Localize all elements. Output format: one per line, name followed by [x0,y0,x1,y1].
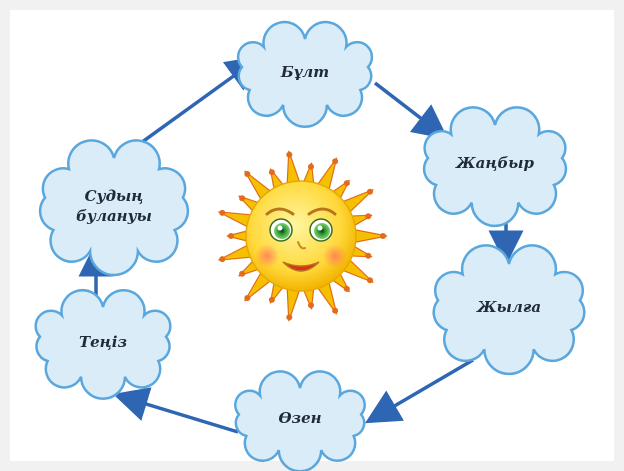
cloud-bulanuy [38,139,190,277]
arrow-bulut-to-zhanbyr [373,81,449,140]
sun-ray-tip [286,151,293,158]
label-bulanuy-line2: булануы [76,207,152,225]
clouds [34,20,586,471]
sun-ray-tip [343,285,350,292]
sun-ray-tip [219,209,226,216]
sun-ray-tip [228,233,234,239]
sun-ray-tip [365,213,372,220]
sun-ray-tip [365,252,372,259]
sun-ray-tip [219,256,226,263]
cloud-bulut [236,20,374,129]
sun-ray-tip [244,295,251,301]
label-teniz: Теңіз [78,333,128,351]
sun-ray-tip [343,180,350,187]
sun-icon [218,150,388,322]
sun-ray-tip [332,158,339,165]
label-bulanuy: Судың булануы [76,186,152,226]
sun-nose [297,241,306,250]
label-ozen: Өзен [278,409,322,427]
sun-face [245,180,357,292]
label-bulut: Бұлт [280,63,330,81]
sun-ray-tip [244,171,251,177]
sun-left-cheek [255,244,279,268]
sun-left-brow [265,207,295,216]
cloud-teniz [34,288,172,400]
sun-left-glint [277,225,283,231]
sun-ray-tip [268,169,275,176]
sun-ray-tip [367,277,373,284]
sun-right-glint [317,225,323,231]
arrow-ozen-to-teniz [112,387,239,434]
sun-ray-tip [332,307,339,314]
arrow-zhylga-to-ozen [364,358,474,424]
sun-ray-tip [308,163,314,170]
sun-right-cheek [323,244,347,268]
sun-ray-tip [308,302,314,309]
sun-left-iris [274,223,290,239]
sun-ray-tip [380,233,386,239]
sun-ray-tip [268,296,275,303]
label-zhanbyr: Жаңбыр [455,154,535,172]
sun-right-iris [314,223,330,239]
sun-ray-tip [239,270,246,277]
label-zhylga: Жылға [476,298,542,316]
cloud-zhanbyr [422,106,568,228]
label-bulanuy-line1: Судың [84,187,144,205]
sun-ray-tip [286,314,293,321]
cloud-zhylga [432,244,586,376]
sun-right-brow [307,207,337,216]
cloud-ozen [234,370,366,471]
sun-mouth [282,261,320,272]
sun-ray-tip [239,195,246,202]
sun-ray-tip [367,188,373,195]
